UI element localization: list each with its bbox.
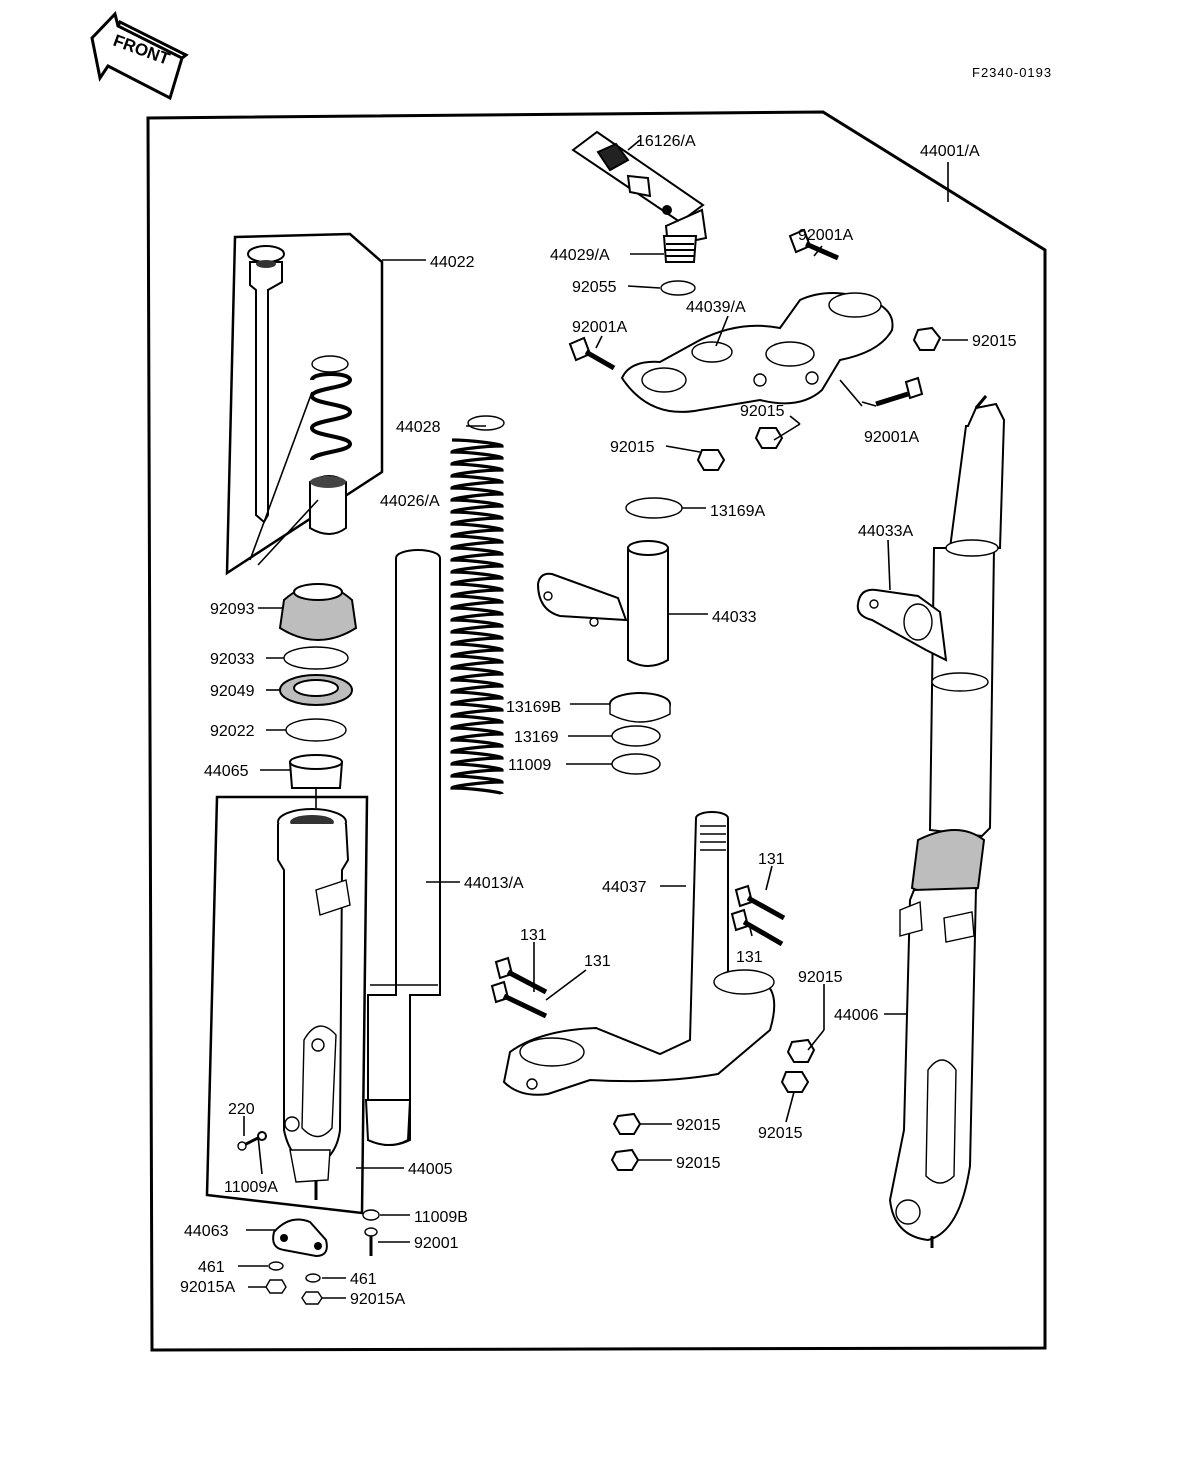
bolt-92001A-top-icon — [788, 228, 840, 261]
label-131-d: 131 — [584, 953, 611, 970]
label-13169: 13169 — [514, 729, 559, 746]
nut-92015A-left-icon — [265, 1279, 287, 1294]
label-461-a: 461 — [198, 1259, 225, 1276]
label-13169B: 13169B — [506, 699, 561, 716]
air-valve-frame — [571, 130, 705, 224]
label-92033: 92033 — [210, 651, 255, 668]
label-13169A: 13169A — [710, 503, 765, 520]
air-joint-44029-icon — [662, 235, 698, 263]
drawing-reference: F2340-0193 — [972, 65, 1052, 80]
label-92015A-b: 92015A — [350, 1291, 405, 1308]
label-92001A-top: 92001A — [798, 227, 853, 244]
label-92015-mid: 92015 — [740, 403, 785, 420]
rod-spring-icon — [309, 355, 353, 535]
washer-92022-icon — [285, 718, 347, 742]
label-44039: 44039/A — [686, 299, 746, 316]
label-44026: 44026/A — [380, 493, 440, 510]
label-16126: 16126/A — [636, 133, 696, 150]
bolt-92001-icon — [364, 1227, 378, 1256]
label-131-c: 131 — [736, 949, 763, 966]
assembly-border — [146, 110, 1047, 1352]
stem-head-44039-icon — [620, 292, 894, 413]
label-92001A-left: 92001A — [572, 319, 627, 336]
label-92015-b2: 92015 — [676, 1155, 721, 1172]
label-220: 220 — [228, 1101, 255, 1118]
nut-92015-br-icon — [780, 1071, 810, 1093]
nut-92015-b1-icon — [612, 1112, 642, 1135]
fork-assembly-44006-icon — [888, 395, 1006, 1248]
o-ring-92055-icon — [660, 280, 696, 296]
label-44037: 44037 — [602, 879, 647, 896]
fork-spring-44026-icon — [450, 415, 505, 796]
label-92015-tr: 92015 — [798, 969, 843, 986]
label-44013: 44013/A — [464, 875, 524, 892]
label-44022: 44022 — [430, 254, 475, 271]
bearing-13169A-icon — [625, 497, 683, 519]
oil-seal-icon — [279, 674, 353, 706]
nut-92015-right-icon — [912, 326, 942, 351]
retaining-ring-icon — [283, 646, 349, 670]
washer-461-right-icon — [305, 1273, 321, 1283]
label-131-b: 131 — [520, 927, 547, 944]
label-92015A-a: 92015A — [180, 1279, 235, 1296]
label-11009A: 11009A — [224, 1179, 278, 1196]
label-131-a: 131 — [758, 851, 785, 868]
headlight-bracket-44033-icon — [536, 540, 669, 667]
label-92001: 92001 — [414, 1235, 459, 1252]
bolt-92001A-lower-icon — [875, 376, 924, 407]
fork-tube-kit-frame — [225, 232, 384, 576]
label-44033A: 44033A — [858, 523, 913, 540]
axle-holder-44063-icon — [272, 1218, 328, 1258]
nut-92015-tr-icon — [786, 1038, 816, 1063]
bushing-44065-icon — [288, 754, 344, 789]
label-44006: 44006 — [834, 1007, 879, 1024]
nut-92015A-right-icon — [301, 1291, 323, 1305]
nut-92015-mid-icon — [696, 449, 726, 471]
outer-tube-group-frame — [205, 795, 369, 1215]
leader-lines — [238, 139, 968, 1299]
nut-92015-b2-icon — [610, 1148, 640, 1171]
nut-92015-low-icon — [754, 427, 784, 449]
label-11009: 11009 — [508, 757, 551, 774]
seal-11009-icon — [611, 753, 661, 775]
label-92015-b1: 92015 — [676, 1117, 721, 1134]
inner-tube-44013-icon — [364, 549, 441, 1146]
outer-tube-44005-icon — [277, 808, 351, 1183]
steering-stem-44037-icon — [502, 811, 776, 1096]
bearing-13169-icon — [611, 725, 661, 747]
bolts-131-lower-icon — [490, 956, 548, 1019]
bolt-92001A-left-icon — [568, 336, 616, 371]
label-44028: 44028 — [396, 419, 441, 436]
label-92015-right: 92015 — [972, 333, 1017, 350]
kit-leader-1 — [249, 391, 313, 561]
front-arrow: FRONT — [90, 11, 189, 101]
label-92001A-lower: 92001A — [864, 429, 919, 446]
label-44001: 44001/A — [920, 143, 980, 160]
headlight-bracket-44033A-icon — [856, 588, 948, 662]
label-92093: 92093 — [210, 601, 255, 618]
label-461-b: 461 — [350, 1271, 377, 1288]
label-92015-br: 92015 — [758, 1125, 803, 1142]
bolts-131-upper-icon — [730, 884, 786, 947]
label-44033: 44033 — [712, 609, 757, 626]
label-92049: 92049 — [210, 683, 255, 700]
label-44065: 44065 — [204, 763, 249, 780]
kit-leader-2 — [257, 499, 319, 566]
screw-220-icon — [237, 1131, 267, 1151]
washer-461-left-icon — [268, 1261, 284, 1271]
label-11009B: 11009B — [414, 1209, 468, 1226]
bearing-13169B-icon — [609, 692, 671, 723]
label-44005: 44005 — [408, 1161, 453, 1178]
label-92055: 92055 — [572, 279, 617, 296]
label-92015-low: 92015 — [610, 439, 655, 456]
part-labels: 16126/A 44001/A 44022 44029/A 92001A 920… — [180, 133, 1017, 1308]
label-92022: 92022 — [210, 723, 255, 740]
washer-11009B-icon — [362, 1209, 380, 1221]
label-44029: 44029/A — [550, 247, 610, 264]
dust-seal-icon — [278, 583, 358, 641]
label-44063: 44063 — [184, 1223, 229, 1240]
